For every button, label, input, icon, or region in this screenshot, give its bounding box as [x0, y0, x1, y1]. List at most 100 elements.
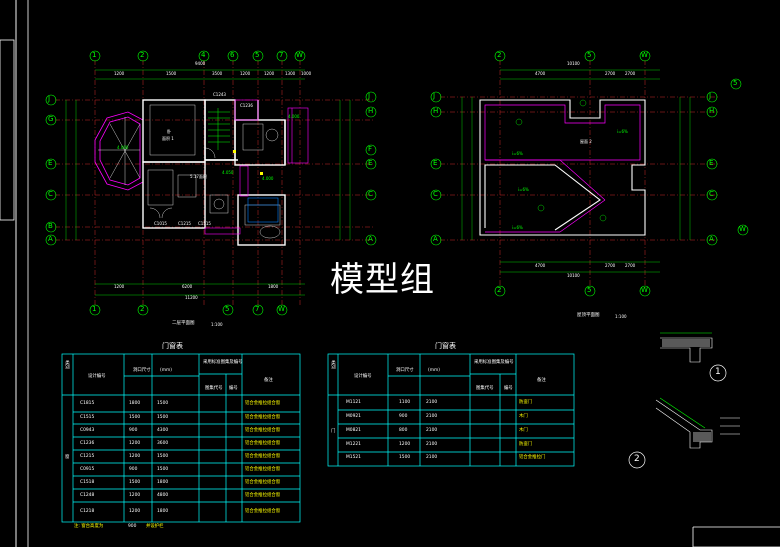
window-table-header-ref-sub2: 编号 [229, 386, 238, 391]
plan-right-dim-top-1: 4700 [535, 71, 546, 76]
door-row-5-h: 2100 [426, 455, 438, 460]
axis-right-left-2: H [433, 107, 439, 115]
window-table-header-unit: (mm) [160, 368, 172, 373]
door-row-4-h: 2100 [426, 442, 438, 447]
plan-left-window-1: C1243 [213, 92, 226, 97]
door-table-header-note: 备注 [537, 378, 546, 383]
door-row-3-w: 800 [399, 428, 408, 433]
axis-left-left-4: C [48, 190, 53, 198]
plan-right-scale: 1:100 [615, 314, 627, 319]
watermark-text: 模型组 [330, 260, 435, 300]
detail-2-label: 2 [634, 454, 640, 464]
axis-left-right-5: C [368, 190, 373, 198]
window-table-header-note: 备注 [264, 378, 273, 383]
plan-right-dim-top-2: 2700 [605, 71, 616, 76]
plan-left-room-2: 5.17面积 [190, 174, 207, 179]
window-table-footnote-tail: 并设护栏 [146, 524, 164, 529]
window-row-9-h: 1800 [157, 509, 169, 514]
window-table-header-size: 洞口尺寸 [133, 368, 151, 373]
door-row-4-note: 防盗门 [519, 442, 533, 447]
plan-right-dim-bottom-3: 2700 [625, 263, 636, 268]
window-table-header-ref-sub1: 图集代号 [205, 386, 223, 391]
plan-left-title: 二层平面图 [172, 321, 195, 326]
plan-right-dim-bottom-1: 4700 [535, 263, 546, 268]
window-row-7-h: 1800 [157, 480, 169, 485]
axis-right-top-2: 5 [587, 51, 592, 59]
window-row-2-note: 铝合金推拉组合窗 [245, 415, 281, 420]
window-row-9-w: 1200 [129, 509, 141, 514]
door-row-4-w: 1200 [399, 442, 411, 447]
door-row-1-note: 防盗门 [519, 400, 533, 405]
door-row-2-h: 2100 [426, 414, 438, 419]
window-row-1-code: C1815 [80, 401, 95, 406]
door-table-title: 门窗表 [435, 342, 456, 350]
window-row-8-note: 铝合金推拉组合窗 [245, 493, 281, 498]
door-table-header-code: 设计编号 [354, 374, 372, 379]
axis-right-bottom-3: W [641, 286, 648, 294]
axis-left-top-4: 6 [230, 51, 235, 59]
plan-left-dim-top-3: 3500 [212, 71, 223, 76]
plan-right-overall-bottom: 10100 [567, 273, 580, 278]
window-table-footnote: 注: 窗台高度为 [74, 524, 104, 529]
window-row-1-note: 铝合金推拉组合窗 [245, 401, 281, 406]
window-row-3-w: 900 [129, 428, 138, 433]
plan-left-dim-top-4: 1200 [240, 71, 251, 76]
door-row-2-w: 900 [399, 414, 408, 419]
plan-right-title: 屋顶平面图 [577, 313, 600, 318]
plan-right [430, 50, 749, 297]
axis-left-right-3: F [368, 145, 373, 153]
door-table-header-ref-sub1: 图集代号 [476, 386, 494, 391]
plan-left-dim-top-5: 1200 [264, 71, 275, 76]
window-row-1-h: 1500 [157, 401, 169, 406]
window-row-5-code: C1215 [80, 454, 95, 459]
window-row-7-note: 铝合金推拉组合窗 [245, 480, 281, 485]
window-row-2-w: 1500 [129, 415, 141, 420]
plan-left-level-2: 4.050 [222, 170, 234, 175]
door-table-grid [327, 353, 575, 467]
axis-left-bottom-3: 5 [225, 305, 230, 313]
window-row-6-note: 铝合金推拉组合窗 [245, 467, 281, 472]
plan-left-level-1: 4.000 [117, 145, 129, 150]
window-row-6-code: C0915 [80, 467, 95, 472]
door-row-1-h: 2100 [426, 400, 438, 405]
axis-left-bottom-2: 2 [140, 305, 145, 313]
window-table-header-code: 设计编号 [88, 374, 106, 379]
axis-left-bottom-5: W [278, 305, 285, 313]
plan-left-room-1-sub: 面积 1 [162, 136, 174, 141]
axis-right-left-1: J [433, 92, 436, 100]
plan-left [45, 50, 377, 316]
door-row-1-code: M1121 [346, 400, 361, 405]
axis-left-bottom-1: 1 [92, 305, 97, 313]
window-row-4-note: 铝合金推拉组合窗 [245, 441, 281, 446]
axis-left-left-1: J [48, 95, 51, 103]
plan-left-dim-top-6: 1300 [285, 71, 296, 76]
detail-1 [660, 332, 727, 382]
axis-left-top-7: W [296, 51, 303, 59]
axis-right-right-4: C [709, 190, 714, 198]
axis-right-top-1: 2 [497, 51, 502, 59]
window-row-8-w: 1200 [129, 493, 141, 498]
axis-right-left-3: E [433, 159, 438, 167]
window-row-5-w: 1200 [129, 454, 141, 459]
plan-left-scale: 1:100 [211, 322, 223, 327]
window-table-footnote-value: 900 [128, 524, 137, 529]
axis-left-right-2: H [368, 107, 374, 115]
plan-left-dim-bottom-3: 1800 [268, 284, 279, 289]
axis-left-top-6: 7 [279, 51, 284, 59]
plan-left-level-4: 4.000 [262, 176, 274, 181]
axis-left-right-4: E [368, 159, 373, 167]
door-row-3-code: M0821 [346, 428, 361, 433]
door-row-2-code: M0921 [346, 414, 361, 419]
detail-1-label: 1 [715, 367, 721, 377]
window-row-5-h: 1500 [157, 454, 169, 459]
axis-left-left-6: A [48, 235, 53, 243]
axis-right-bottom-1: 2 [497, 286, 502, 294]
plan-left-overall-bottom: 11200 [185, 295, 198, 300]
window-row-9-code: C1218 [80, 509, 95, 514]
window-row-6-w: 900 [129, 467, 138, 472]
door-row-3-note: 木门 [519, 428, 528, 433]
plan-left-dim-top-2: 1500 [166, 71, 177, 76]
plan-left-dim-bottom-2: 6200 [182, 284, 193, 289]
window-row-3-note: 铝合金推拉组合窗 [245, 428, 281, 433]
